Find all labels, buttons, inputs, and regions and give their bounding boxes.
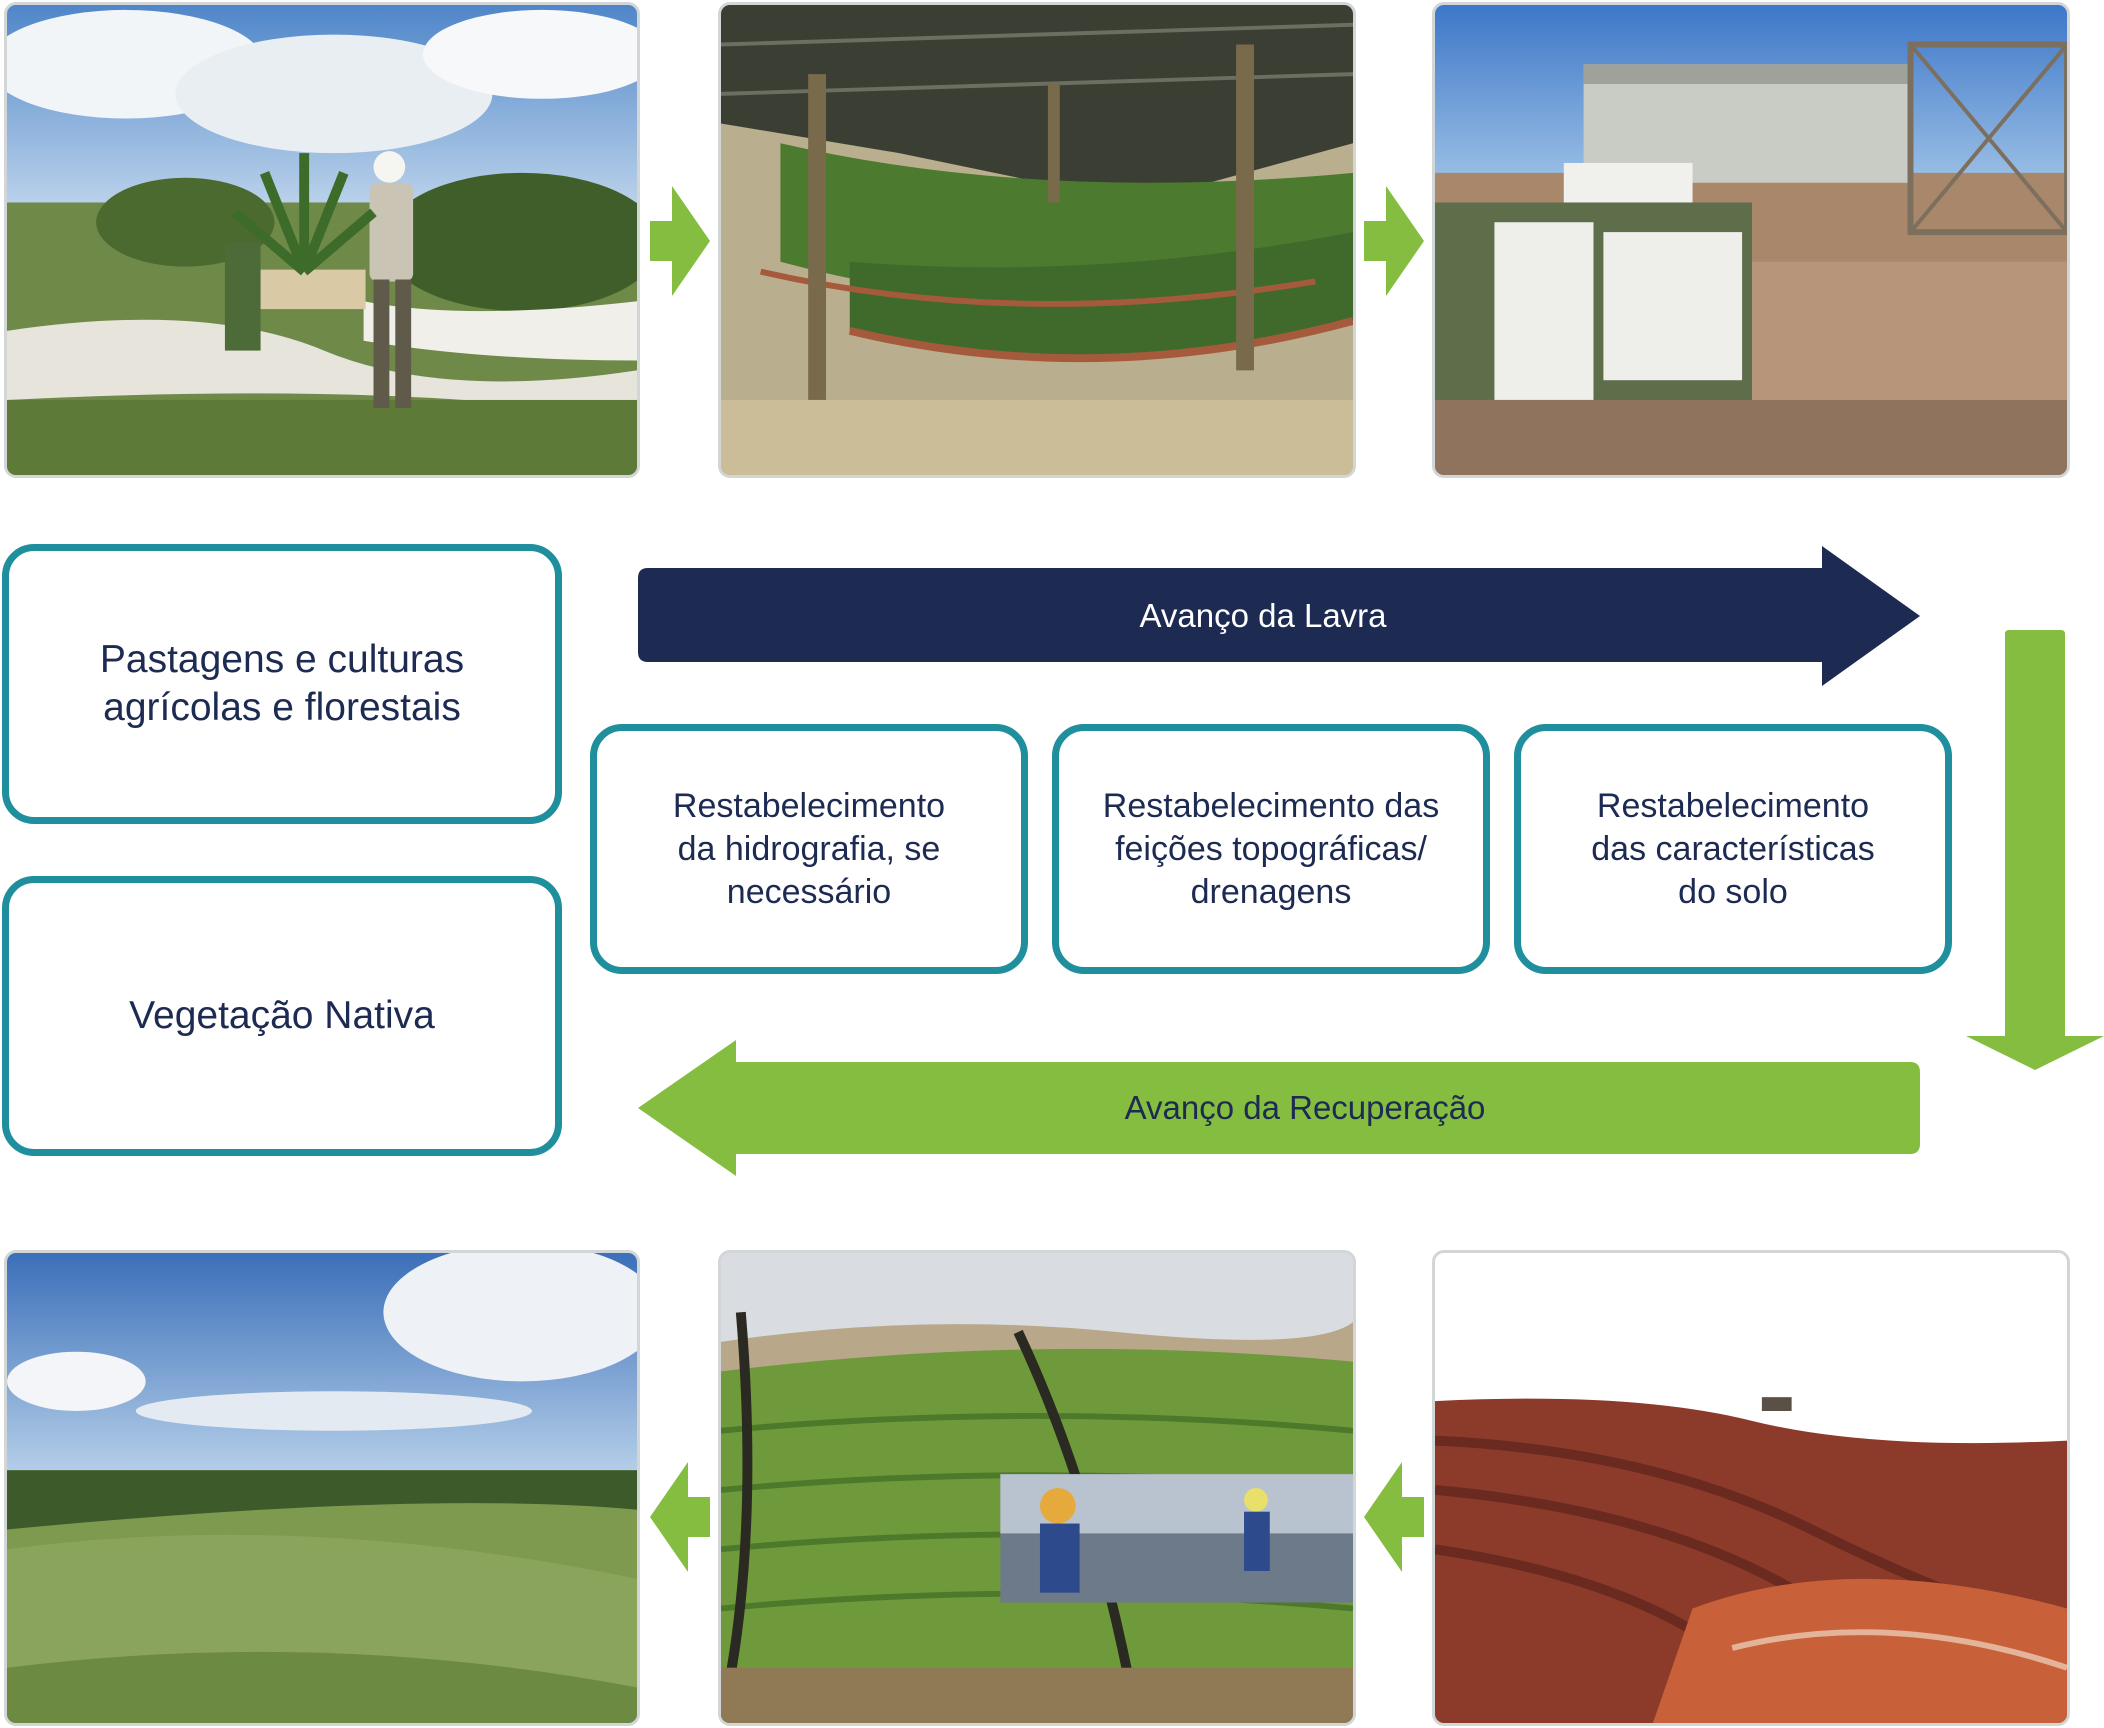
- photo-dredge-plant: [1432, 2, 2070, 478]
- mining-advance-arrow: [638, 546, 1920, 686]
- box-pastures-crops-forestry-label: Pastagens e culturas agrícolas e florest…: [99, 638, 465, 729]
- mining-advance-label: Avanço da Lavra: [1139, 597, 1387, 634]
- box-pastures-crops-forestry: Pastagens e culturas agrícolas e florest…: [2, 544, 562, 824]
- arrow-right-1: [650, 186, 710, 296]
- arrow-left-2: [1364, 1462, 1424, 1572]
- step-soil-characteristics-label: Restabelecimento das características do …: [1591, 786, 1875, 911]
- step-hydrography: Restabelecimento da hidrografia, se nece…: [590, 724, 1028, 974]
- photo-revegetated-slopes: [718, 1250, 1356, 1726]
- box-native-vegetation: Vegetação Nativa: [2, 876, 562, 1156]
- photo-soil-reconstruction: [1432, 1250, 2070, 1726]
- photo-restored-native-landscape: [4, 1250, 640, 1726]
- recovery-advance-arrow: [638, 1040, 1920, 1176]
- arrow-right-2: [1364, 186, 1424, 296]
- step-topography-drainage: Restabelecimento das feições topográfica…: [1052, 724, 1490, 974]
- photo-vegetation-rescue: [4, 2, 640, 478]
- step-topography-drainage-label: Restabelecimento das feições topográfica…: [1102, 786, 1440, 911]
- step-soil-characteristics: Restabelecimento das características do …: [1514, 724, 1952, 974]
- box-native-vegetation-label: Vegetação Nativa: [129, 994, 435, 1037]
- step-hydrography-label: Restabelecimento da hidrografia, se nece…: [672, 786, 946, 911]
- arrow-left-1: [650, 1462, 710, 1572]
- recovery-advance-label: Avanço da Recuperação: [1124, 1089, 1486, 1126]
- photo-seedling-nursery: [718, 2, 1356, 478]
- arrow-down: [1966, 630, 2104, 1070]
